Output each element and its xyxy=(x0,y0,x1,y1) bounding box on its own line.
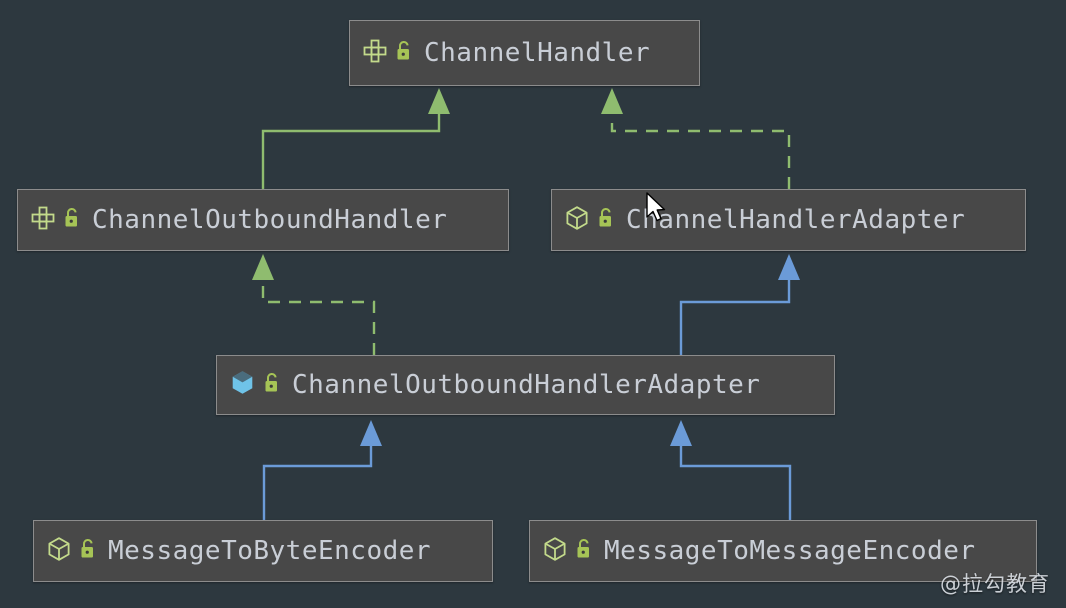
abstract-class-cube-icon xyxy=(542,536,568,567)
unlocked-padlock-icon xyxy=(63,207,80,233)
edge-outbound-adapter-extends-adapter xyxy=(679,254,800,355)
class-name-label: ChannelOutboundHandler xyxy=(92,205,448,235)
edge-outbound-adapter-implements-outbound xyxy=(252,254,376,355)
edge-message-encoder-extends-outbound-adapter xyxy=(670,420,792,520)
interface-icon xyxy=(30,205,56,235)
class-node-channel-handler-adapter[interactable]: ChannelHandlerAdapter xyxy=(551,189,1026,251)
class-name-label: ChannelHandler xyxy=(424,38,651,68)
node-icons xyxy=(542,536,592,567)
node-icons xyxy=(229,369,280,401)
node-icons xyxy=(46,536,96,567)
class-node-channel-outbound-handler[interactable]: ChannelOutboundHandler xyxy=(17,189,509,251)
unlocked-padlock-icon xyxy=(79,538,96,564)
unlocked-padlock-icon xyxy=(575,538,592,564)
abstract-class-cube-icon xyxy=(46,536,72,567)
class-node-message-to-message-encoder[interactable]: MessageToMessageEncoder xyxy=(529,520,1037,582)
edge-byte-encoder-extends-outbound-adapter xyxy=(262,420,382,520)
unlocked-padlock-icon xyxy=(395,40,412,66)
class-node-channel-handler[interactable]: ChannelHandler xyxy=(349,20,700,86)
unlocked-padlock-icon xyxy=(263,372,280,398)
unlocked-padlock-icon xyxy=(597,207,614,233)
interface-icon xyxy=(362,38,388,68)
class-cube-icon xyxy=(229,369,256,401)
node-icons xyxy=(362,38,412,68)
abstract-class-cube-icon xyxy=(564,205,590,236)
node-icons xyxy=(564,205,614,236)
class-node-message-to-byte-encoder[interactable]: MessageToByteEncoder xyxy=(33,520,493,582)
node-icons xyxy=(30,205,80,235)
class-name-label: MessageToByteEncoder xyxy=(108,536,432,566)
class-name-label: ChannelOutboundHandlerAdapter xyxy=(292,370,761,400)
class-node-channel-outbound-handler-adapter[interactable]: ChannelOutboundHandlerAdapter xyxy=(216,355,835,415)
class-name-label: MessageToMessageEncoder xyxy=(604,536,976,566)
edge-outbound-extends-handler xyxy=(261,88,450,189)
edge-adapter-implements-handler xyxy=(601,88,791,189)
class-name-label: ChannelHandlerAdapter xyxy=(626,205,966,235)
